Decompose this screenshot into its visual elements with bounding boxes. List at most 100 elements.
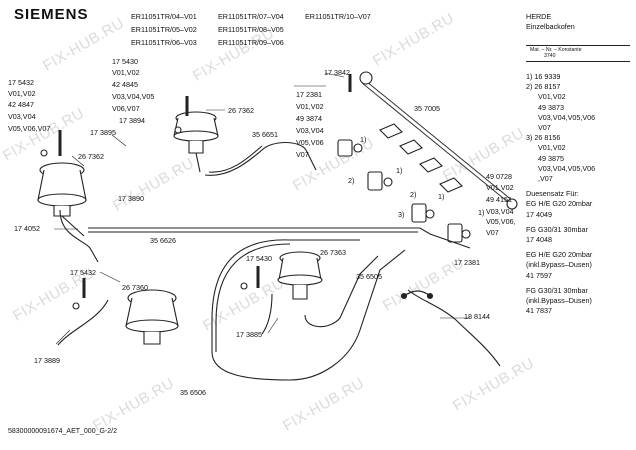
variant-label: V07 xyxy=(296,150,309,159)
part-number-label: 17 3894 xyxy=(119,116,145,125)
connector-plug xyxy=(400,290,434,300)
legend-list-item: 41 7597 xyxy=(526,270,552,280)
part-number-label: 35 6505 xyxy=(356,272,382,281)
legend-list-item: FG G30/31 30mbar xyxy=(526,224,588,234)
part-number-label: 17 5432 xyxy=(70,268,96,277)
legend-list-item: 41 7837 xyxy=(526,306,552,316)
part-number-label: 17 5430 xyxy=(112,57,138,66)
part-number-label: 17 5430 xyxy=(246,254,272,263)
variant-label: V06,V07 xyxy=(112,104,140,113)
part-number-label: 42 4845 xyxy=(112,80,138,89)
legend-panel: HERDE Einzelbackofen Mat. – Nr. – Konsta… xyxy=(526,0,630,450)
legend-list-item: (inkl.Bypass–Dusen) xyxy=(526,296,592,306)
document-code: 58300000091674_AET_000_G-2/2 xyxy=(8,428,117,435)
part-number-label: 17 4052 xyxy=(14,224,40,233)
leader-lines xyxy=(54,72,470,345)
part-number-label: 17 3842 xyxy=(324,68,350,77)
part-number-label: 49 0728 xyxy=(486,172,512,181)
legend-list-item: 3) 26 8156 xyxy=(526,133,561,143)
variant-label: V03,V04 xyxy=(8,112,36,121)
variant-label: V03,V04 xyxy=(296,126,324,135)
legend-divider xyxy=(526,45,630,46)
legend-list-item: ,V07 xyxy=(538,174,553,184)
burner-bottom-left xyxy=(125,289,179,345)
variant-label: V01,V02 xyxy=(112,68,140,77)
legend-list-item: 17 4049 xyxy=(526,209,552,219)
burner-bottom-middle xyxy=(277,251,323,300)
variant-label: V03,V04 xyxy=(486,207,514,216)
part-number-label: 18 8144 xyxy=(464,312,490,321)
callout-marker: 2) xyxy=(410,190,417,199)
burner-top-left xyxy=(37,162,87,237)
callout-marker: 1) xyxy=(438,192,445,201)
part-number-label: 35 6651 xyxy=(252,130,278,139)
category-line-2: Einzelbackofen xyxy=(526,22,575,31)
part-number-label: 26 7363 xyxy=(320,248,346,257)
model-code: ER11051TR/06–V03 xyxy=(131,38,197,47)
legend-list-item: V01,V02 xyxy=(538,143,566,153)
variant-label: V01,V02 xyxy=(296,102,324,111)
legend-list-item: V07 xyxy=(538,123,551,133)
model-code: ER11051TR/04–V01 xyxy=(131,12,197,21)
legend-list-item: 1) 16 9339 xyxy=(526,72,561,81)
legend-list-item: V03,V04,V05,V06 xyxy=(538,112,596,122)
model-code: ER11051TR/07–V04 xyxy=(218,12,284,21)
part-number-label: 26 7362 xyxy=(228,106,254,115)
legend-header-line-1: Mat. – Nr. – Konstante xyxy=(530,47,582,53)
part-number-label: 17 3895 xyxy=(90,128,116,137)
model-code: ER11051TR/09–V06 xyxy=(218,38,284,47)
callout-marker: 1) xyxy=(396,166,403,175)
ignition-plugs xyxy=(40,74,352,310)
part-number-label: 35 6506 xyxy=(180,388,206,397)
legend-list-item: Duesensatz Für: xyxy=(526,189,579,199)
variant-label: V05,V06, xyxy=(486,217,516,226)
variant-label: V01,V02 xyxy=(486,183,514,192)
variant-label: V03,V04,V05 xyxy=(112,92,155,101)
legend-list-item: V01,V02 xyxy=(538,92,566,102)
thermocouple-wires xyxy=(57,209,501,367)
legend-header-line-2: 3740 xyxy=(544,53,556,59)
legend-divider xyxy=(526,61,630,62)
part-number-label: 26 7360 xyxy=(122,283,148,292)
legend-header: Mat. – Nr. – Konstante 3740 xyxy=(530,47,582,59)
variant-label: V05,V06 xyxy=(296,138,324,147)
gasket-plates xyxy=(379,123,463,193)
variant-label: V07 xyxy=(486,228,499,237)
part-number-label: 26 7362 xyxy=(78,152,104,161)
part-number-label: 42 4847 xyxy=(8,100,34,109)
part-number-label: 17 3890 xyxy=(118,194,144,203)
part-number-label: 17 5432 xyxy=(8,78,34,87)
category-line-1: HERDE xyxy=(526,12,552,21)
legend-list-item: V03,V04,V05,V06 xyxy=(538,163,596,173)
part-number-label: 49 3874 xyxy=(296,114,322,123)
callout-marker: 3) xyxy=(398,210,405,219)
brand-logo: SIEMENS xyxy=(14,6,89,23)
gas-taps xyxy=(337,139,471,243)
part-number-label: 49 4151 xyxy=(486,195,512,204)
legend-list-item: 49 3875 xyxy=(538,153,564,163)
callout-marker: 1) xyxy=(360,135,367,144)
callout-marker: 1) xyxy=(478,208,485,217)
model-code: ER11051TR/10–V07 xyxy=(305,12,371,21)
variant-label: V01,V02 xyxy=(8,89,36,98)
callout-marker: 2) xyxy=(348,176,355,185)
model-code: ER11051TR/08–V05 xyxy=(218,25,284,34)
legend-list-item: 2) 26 8157 xyxy=(526,82,561,92)
part-number-label: 17 2381 xyxy=(296,90,322,99)
part-number-label: 35 7005 xyxy=(414,104,440,113)
gas-pipes xyxy=(88,141,471,381)
legend-list-item: FG G30/31 30mbar xyxy=(526,285,588,295)
gas-pipe-diagram xyxy=(37,71,518,381)
legend-list-item: 49 3873 xyxy=(538,102,564,112)
model-code: ER11051TR/05–V02 xyxy=(131,25,197,34)
part-number-label: 17 3885 xyxy=(236,330,262,339)
legend-list-item: EG H/E G20 20mbar xyxy=(526,199,593,209)
legend-list-item: (inkl.Bypass–Dusen) xyxy=(526,260,592,270)
part-number-label: 17 2381 xyxy=(454,258,480,267)
part-number-label: 35 6626 xyxy=(150,236,176,245)
burner-top-middle xyxy=(173,111,219,173)
legend-list-item: EG H/E G20 20mbar xyxy=(526,250,593,260)
legend-list-item: 17 4048 xyxy=(526,235,552,245)
gas-manifold-rail xyxy=(359,71,518,210)
